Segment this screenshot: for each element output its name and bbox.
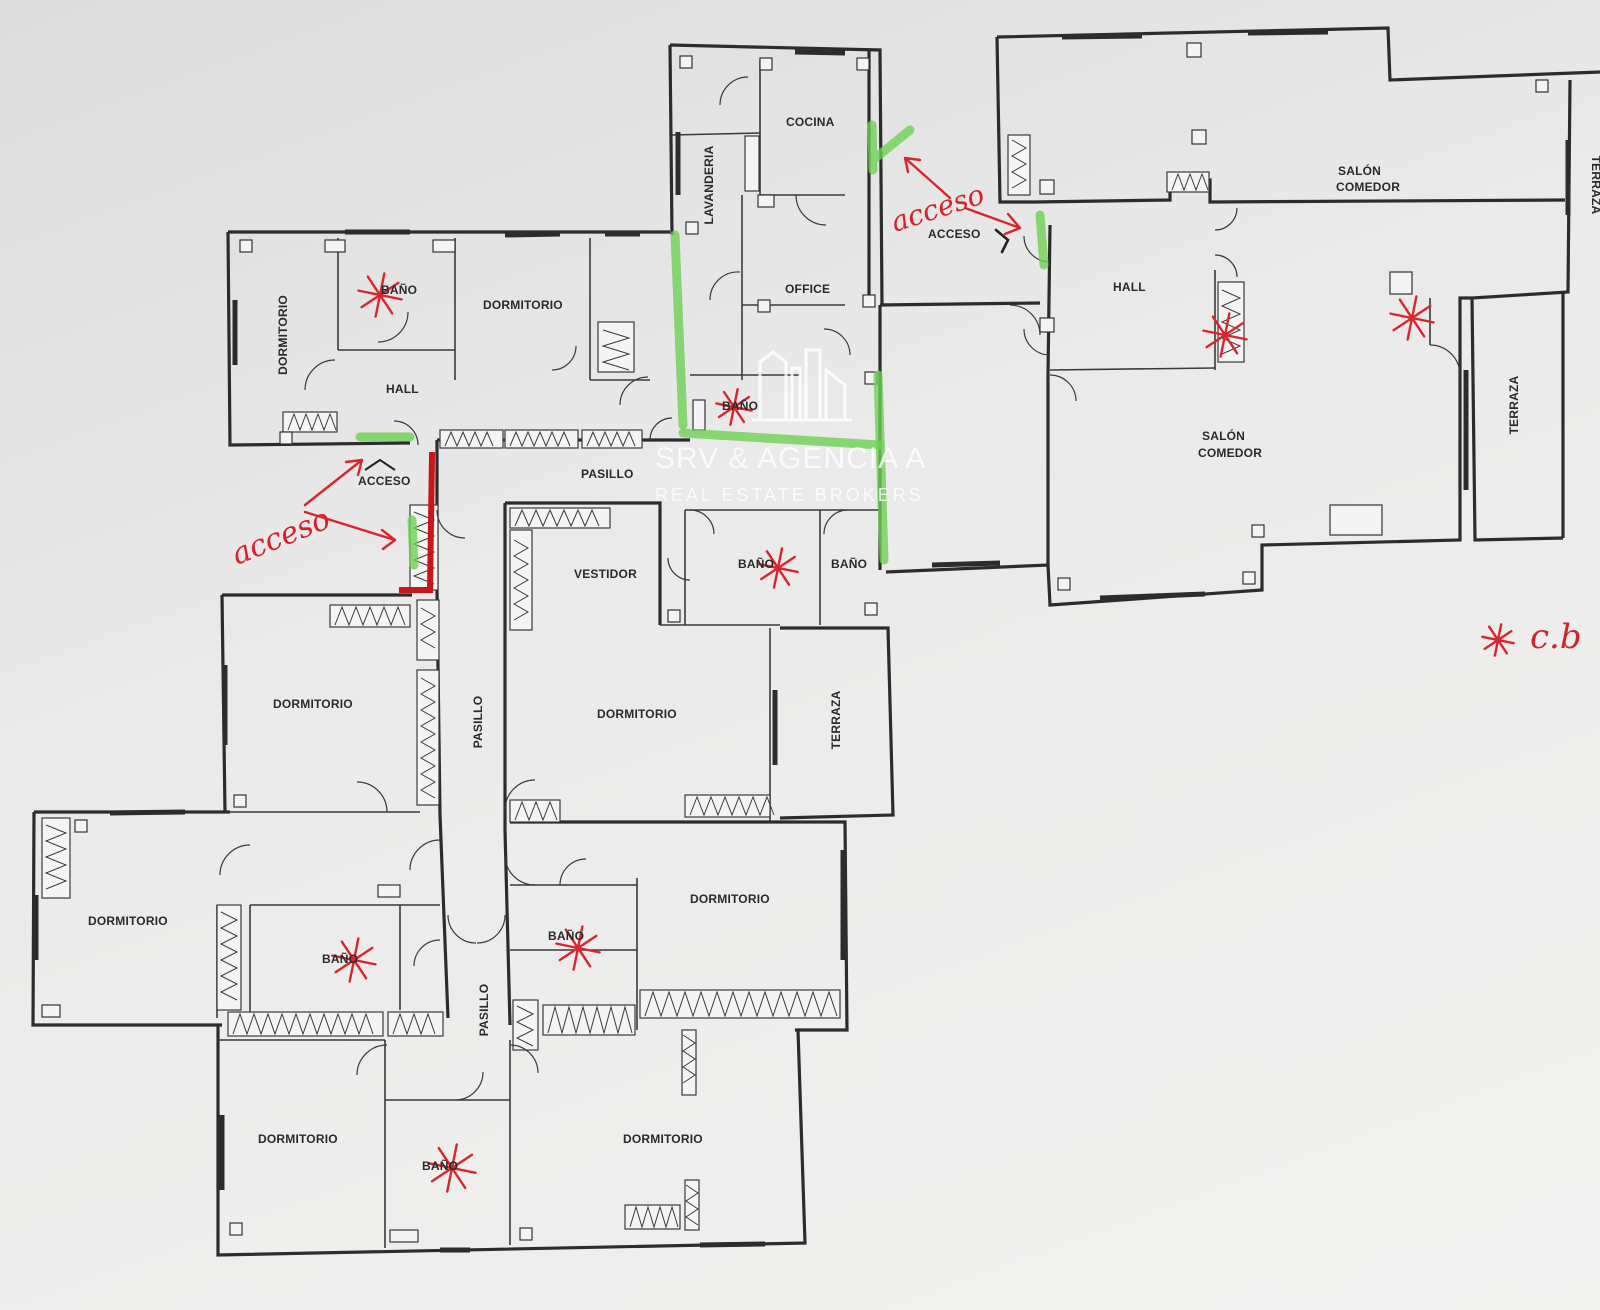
label-salon-top-line2: COMEDOR [1336, 180, 1400, 194]
handwritten-legend-text: c.b [1530, 617, 1582, 657]
asterisk-mark-icon [357, 272, 403, 318]
label-bano-tl: BAÑO [381, 282, 417, 297]
label-salon-main-line2: COMEDOR [1198, 446, 1262, 460]
label-vestidor: VESTIDOR [574, 567, 637, 581]
label-dormitorio-low-right: DORMITORIO [690, 892, 770, 906]
asterisk-mark-icon [1389, 295, 1435, 341]
label-dormitorio-mid-center: DORMITORIO [597, 707, 677, 721]
access-chevron-icon [364, 458, 396, 471]
handwritten-acceso-left: acceso [227, 501, 335, 572]
watermark-logo-icon [752, 348, 852, 422]
asterisk-mark-icon [1202, 312, 1248, 358]
asterisk-mark-icon [555, 925, 601, 971]
ducts [41, 42, 1549, 1243]
label-pasillo-top: PASILLO [581, 467, 634, 481]
label-dormitorio-tl: DORMITORIO [276, 295, 290, 375]
label-salon-top-line1: SALÓN [1338, 163, 1381, 178]
label-dormitorio-far-left: DORMITORIO [88, 914, 168, 928]
asterisk-mark-icon [427, 1143, 477, 1193]
label-dormitorio-mid-left: DORMITORIO [273, 697, 353, 711]
doors [219, 76, 1461, 1101]
label-cocina: COCINA [786, 115, 835, 129]
label-pasillo-low: PASILLO [477, 984, 491, 1037]
asterisk-mark-icon [331, 937, 377, 983]
label-dormitorio-bottom-right: DORMITORIO [623, 1132, 703, 1146]
asterisk-mark-icon [715, 388, 753, 426]
label-lavanderia: LAVANDERIA [702, 145, 716, 224]
green-highlight-marks [355, 120, 1049, 570]
label-salon-main-line1: SALÓN [1202, 428, 1245, 443]
watermark-tagline: REAL ESTATE BROKERS [655, 485, 924, 505]
label-pasillo-vertical: PASILLO [471, 696, 485, 749]
room-labels: COCINA LAVANDERIA OFFICE ACCESO HALL SAL… [88, 115, 1600, 1173]
right-wing-windows [931, 29, 1571, 601]
label-terraza-right: TERRAZA [1507, 376, 1521, 435]
label-bano-mid2: BAÑO [831, 556, 867, 571]
asterisk-marks [331, 272, 1515, 1193]
closet-hatching [44, 139, 1242, 1229]
watermark-brand: SRV & AGENCIA A [655, 442, 926, 475]
label-bano-mid1: BAÑO [738, 556, 774, 571]
label-dormitorio-tm: DORMITORIO [483, 298, 563, 312]
main-block-windows [33, 49, 846, 1253]
red-pen-marks [303, 156, 1022, 594]
label-hall-right: HALL [1113, 280, 1146, 294]
label-office: OFFICE [785, 282, 830, 296]
asterisk-mark-icon [1481, 623, 1515, 657]
label-hall-left: HALL [386, 382, 419, 396]
label-acceso-left: ACCESO [358, 474, 411, 488]
label-acceso-right: ACCESO [928, 227, 981, 241]
right-wing-walls [878, 26, 1600, 607]
watermark: SRV & AGENCIA A REAL ESTATE BROKERS [655, 348, 926, 505]
label-terraza-edge: TERRAZA [1589, 156, 1600, 215]
label-bano-low-center: BAÑO [548, 928, 584, 943]
label-bano-center: BAÑO [722, 398, 758, 413]
label-bano-low-left: BAÑO [322, 951, 358, 966]
main-block-walls [31, 230, 895, 1257]
asterisk-mark-icon [757, 547, 799, 589]
label-dormitorio-bottom-left: DORMITORIO [258, 1132, 338, 1146]
label-bano-bottom: BAÑO [422, 1158, 458, 1173]
label-terraza-mid: TERRAZA [829, 691, 843, 750]
